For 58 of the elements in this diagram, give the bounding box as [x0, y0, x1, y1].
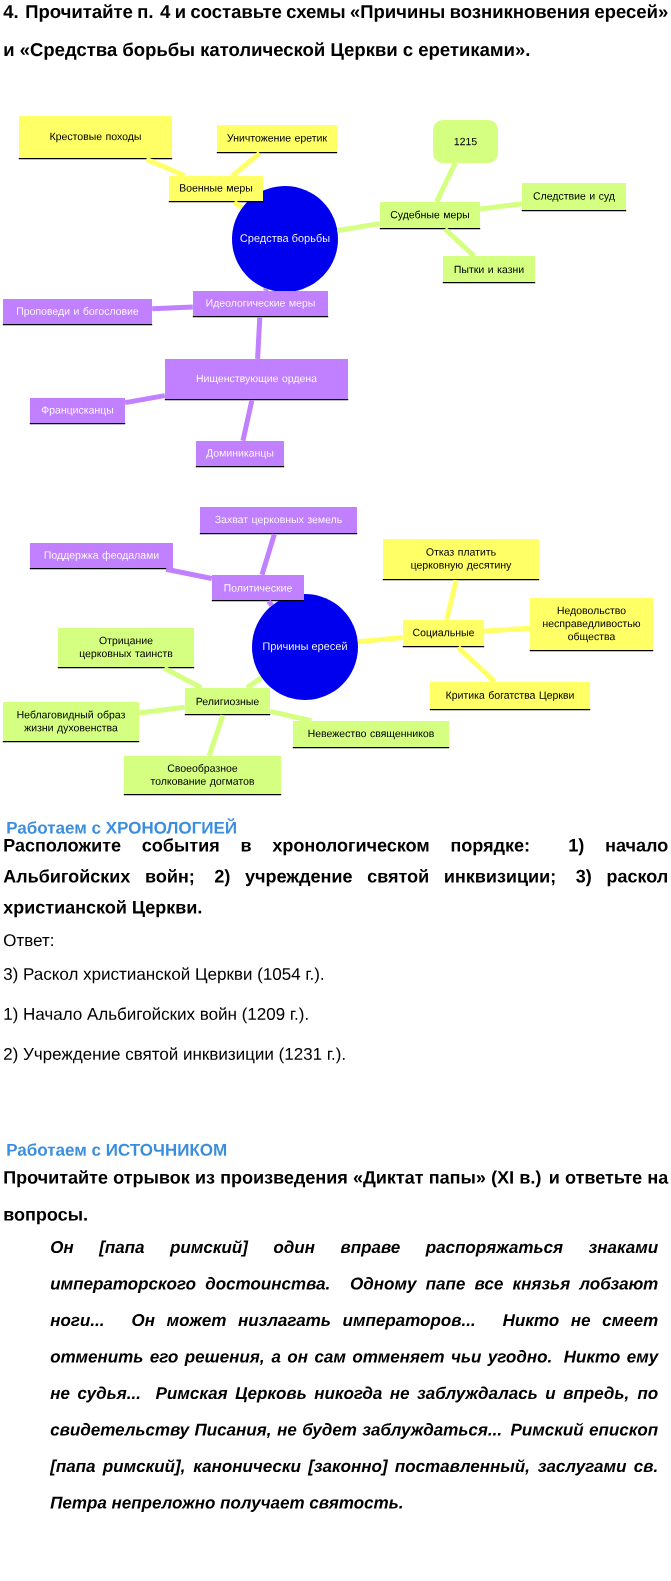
- branch-line: [145, 156, 187, 179]
- branch-line: [124, 393, 166, 406]
- topic-box: Социальные: [402, 620, 485, 648]
- branch-line: [357, 635, 404, 645]
- branch-line: [337, 221, 381, 233]
- branch-line: [245, 675, 263, 690]
- answer-label: Ответ:: [4, 934, 53, 947]
- answer-text: 2) Учреждение святой инквизиции (1231 г.).: [4, 1047, 345, 1064]
- branch-line: [206, 714, 226, 757]
- topic-box: Нищенствующие ордена: [164, 359, 349, 401]
- topic-box: Францисканцы: [29, 398, 126, 425]
- branch-line: [232, 200, 244, 210]
- topic-box: Своеобразное толкование догматов: [123, 756, 282, 796]
- topic-box: Недовольство несправедливостью общества: [529, 598, 654, 652]
- topic-box: Критика богатства Церкви: [429, 682, 591, 711]
- section-heading: Работаем с ХРОНОЛОГИЕЙ: [7, 818, 236, 834]
- topic-box: Уничтожение еретик: [216, 125, 338, 154]
- question-text: Расположите события в хронологическом порядке: 1) начало Альбигойских войн; 2) учреждение святой инквизиции; 3) раскол христианской Церкви.: [3, 838, 668, 918]
- branch-line: [434, 162, 458, 203]
- topic-box: Доминиканцы: [195, 441, 285, 468]
- topic-box: Отказ платить церковную десятину: [382, 539, 540, 581]
- branch-line: [479, 201, 523, 212]
- answer-text: 1) Начало Альбигойских войн (1209 г.).: [4, 1007, 308, 1024]
- topic-box: Проповеди и богословие: [2, 299, 153, 326]
- branch-line: [263, 287, 269, 292]
- branch-line: [163, 666, 203, 691]
- topic-box: Пытки и казни: [442, 256, 536, 284]
- branch-line: [484, 625, 530, 634]
- branch-line: [266, 599, 274, 607]
- quote-text: Он [папа римский] один вправе распоряжаться знаками императорского достоинства. Одному папе все князья лобзают ноги... Он может низлагать императоров... Никто не смеет отменить его решения, а он сам отменяет чьи угодно. Никто ему не судья... Римская Церковь никогда не заблуждалась и впредь, по свидетельству Писания, не будет заблуждаться... Римский епископ [папа римский], канонически [законно] поставленный, заслугами св. Петра непреложно получает святость.: [49, 1240, 659, 1512]
- topic-box: 1215: [433, 120, 498, 163]
- topic-box: Невежество священников: [292, 721, 450, 749]
- question-text: Прочитайте отрывок из произведения «Диктат папы» (XI в.) и ответьте на вопросы.: [4, 1170, 669, 1225]
- branch-line: [165, 566, 213, 582]
- topic-box: Идеологические меры: [192, 291, 329, 318]
- branch-line: [255, 317, 263, 359]
- topic-box: Отрицание церковных таинств: [57, 628, 195, 669]
- task-heading: 4. Прочитайте п. 4 и составьте схемы «Причины возникновения ересей» и «Средства борьбы католической Церкви с еретиками».: [3, 4, 668, 60]
- topic-box: Поддержка феодалами: [29, 543, 174, 570]
- topic-box: Следствие и суд: [521, 183, 627, 212]
- branch-line: [269, 708, 312, 724]
- branch-line: [240, 399, 255, 442]
- topic-box: Религиозные: [184, 688, 271, 716]
- topic-box: Крестовые походы: [18, 116, 173, 160]
- topic-box: Захват церковных земель: [199, 507, 358, 535]
- branch-line: [443, 227, 476, 258]
- topic-box: Военные меры: [168, 176, 264, 203]
- branch-line: [444, 579, 459, 621]
- topic-box: Политические: [211, 575, 305, 602]
- section-heading: Работаем с ИСТОЧНИКОМ: [7, 1143, 227, 1156]
- branch-line: [259, 533, 277, 576]
- branch-line: [230, 151, 262, 178]
- answer-text: 3) Раскол христианской Церкви (1054 г.).: [3, 967, 324, 984]
- branch-line: [152, 304, 193, 312]
- branch-line: [138, 704, 186, 716]
- branch-line: [456, 645, 497, 684]
- topic-box: Неблаговидный образ жизни духовенства: [2, 702, 140, 743]
- topic-box: Судебные меры: [379, 202, 481, 230]
